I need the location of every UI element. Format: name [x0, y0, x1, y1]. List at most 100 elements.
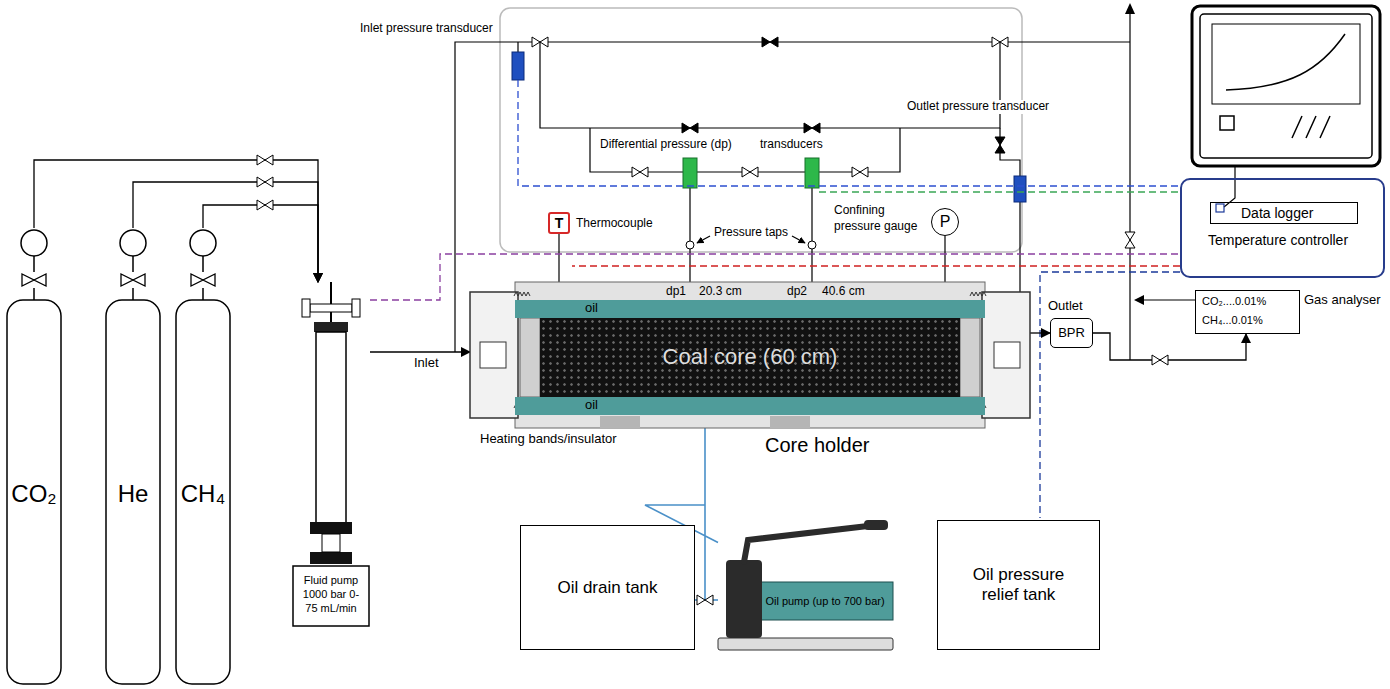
valve-symbol [682, 123, 698, 133]
vent-arrow [1134, 295, 1144, 305]
node-text: He [103, 480, 163, 508]
oil-pump: Oil pump (up to 700 bar) [718, 520, 893, 655]
node-illustration [173, 228, 233, 686]
leader-line [792, 236, 805, 243]
pressure-regulator-gauge [190, 230, 216, 256]
pump-base [293, 566, 369, 626]
pump-baseplate [718, 638, 893, 650]
thread-marks [514, 292, 986, 408]
connector-label: Inlet [412, 356, 441, 371]
gas-cylinder: CO₂ [4, 228, 64, 686]
node-subtext: Confining pressure gauge [834, 203, 926, 234]
pump-band [310, 522, 352, 534]
pressure-tap [686, 241, 694, 249]
cylinder-valve [191, 274, 215, 286]
part-label: 40.6 cm [820, 285, 867, 299]
valve-symbol [532, 37, 548, 47]
part-label: dp2 [785, 285, 809, 299]
node-illustration [718, 520, 893, 655]
part-label: dp1 [664, 285, 688, 299]
node-text: BPR [1051, 326, 1092, 341]
pump-head [726, 560, 762, 638]
gas-analyser: Gas analyserCO₂....0.01%CH₄...0.01% [1195, 290, 1300, 334]
signal-line [572, 265, 1180, 266]
cylinder-valve [22, 274, 46, 286]
flow-connector [133, 182, 318, 282]
end-port [994, 342, 1020, 368]
heating-band [515, 282, 985, 428]
node-text: Oil pressure relief tank [938, 565, 1099, 604]
monitor-screen [1200, 14, 1372, 158]
logger-port [1216, 204, 1224, 212]
valve-symbol [742, 167, 758, 177]
pump-band [310, 552, 352, 564]
oil-band: oil [515, 300, 985, 318]
drain-tank: Oil drain tank [520, 525, 695, 650]
valve-panel [500, 8, 1022, 252]
node-text: Oil pump (up to 700 bar) [760, 595, 890, 608]
node-text: Gas analyser [1304, 293, 1381, 308]
node-text: Coal core (60 cm) [540, 344, 960, 369]
part-label: Outlet pressure transducer [905, 100, 1051, 114]
node-text: T [550, 215, 568, 231]
part-label: transducers [758, 138, 825, 152]
screen-plot [1212, 24, 1360, 104]
pump-barrel [316, 332, 346, 524]
leader-line [697, 236, 710, 243]
valve-symbol [804, 123, 820, 133]
pump-knob [352, 299, 360, 317]
node-text: Fluid pump 1000 bar 0-75 mL/min [298, 574, 364, 615]
flow-connector [1030, 332, 1050, 333]
end-cap [982, 292, 1030, 418]
part-label: Pressure taps [712, 226, 790, 240]
node-text: P [932, 213, 958, 231]
plot-curve [1226, 34, 1345, 90]
oil-band: oil [515, 397, 985, 415]
bypass-line [540, 42, 1000, 128]
pump-lever [744, 526, 868, 562]
thermocouple: TThermocouple [548, 212, 570, 234]
relief-tank: Oil pressure relief tank [937, 520, 1100, 650]
pump-rod [330, 282, 332, 322]
flow-connector [370, 351, 470, 352]
valve-symbol [257, 200, 273, 210]
exhaust-arrow [1125, 3, 1135, 14]
data-logger: Data loggerTemperature controller [1180, 178, 1385, 278]
valve-symbol [632, 167, 648, 177]
exhaust-line [1129, 8, 1130, 360]
analyser-vent [1142, 299, 1195, 300]
pressure-regulator-gauge [120, 230, 146, 256]
dp-transducer [805, 158, 819, 188]
pressure-tap [808, 241, 816, 249]
valve-symbol [697, 595, 713, 605]
valve-symbol [1125, 232, 1135, 248]
flow-connector [203, 205, 318, 282]
end-plate [520, 318, 540, 397]
node-subtext: CH₄...0.01% [1202, 314, 1263, 327]
cylinder-stem [202, 256, 204, 300]
end-port [480, 342, 506, 368]
part-label: 20.3 cm [697, 285, 744, 299]
core-holder: Core holderoilCoal core (60 cm)oil [470, 282, 1030, 428]
valve-symbol [852, 167, 868, 177]
outlet-transducer [1014, 176, 1026, 202]
back-pressure-regulator: BPR [1050, 318, 1093, 348]
node-subtext: CO₂....0.01% [1202, 295, 1266, 308]
dp-line [590, 128, 900, 172]
fluid-pump: Fluid pump 1000 bar 0-75 mL/min [292, 282, 370, 627]
inlet-transducer [512, 52, 524, 80]
node-subtext: Thermocouple [576, 217, 653, 231]
lever-grip [864, 520, 888, 530]
pressure-gauge: PConfining pressure gauge [931, 208, 959, 236]
inlet-transducer-line [517, 42, 518, 52]
gas-cylinder: He [103, 228, 163, 686]
part-label: Differential pressure (dp) [598, 138, 734, 152]
pump-collar [314, 322, 348, 332]
pump-body [756, 582, 893, 620]
connector-label: Outlet [1046, 299, 1085, 314]
monitor [1192, 6, 1380, 166]
node-text: oil [585, 301, 598, 316]
cylinder-stem [132, 256, 134, 300]
node-text: Data logger [1210, 202, 1358, 224]
heating-block [600, 416, 640, 428]
